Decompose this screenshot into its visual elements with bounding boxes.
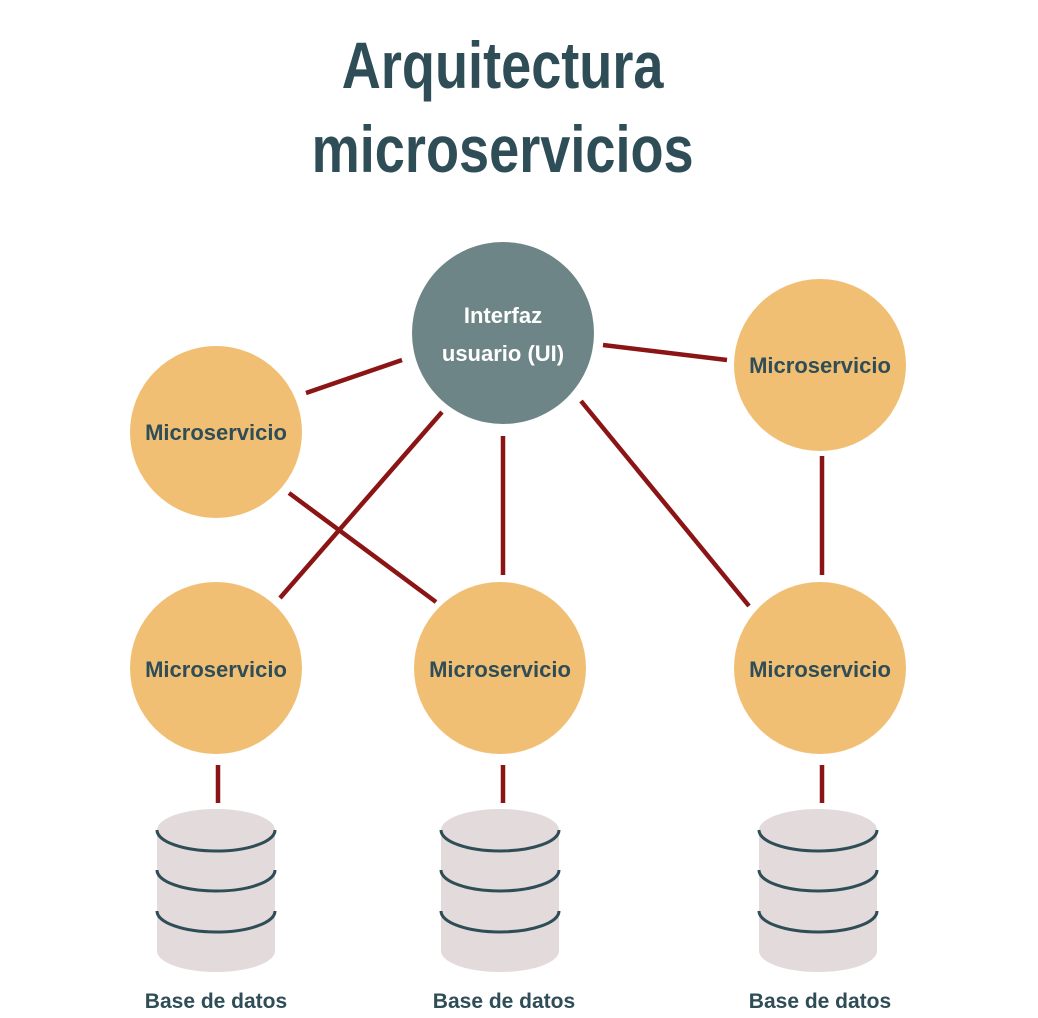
connectors [215, 342, 825, 803]
connector-ui-ms-right [602, 342, 728, 363]
microservice-label: Microservicio [749, 657, 891, 682]
connector-ui-ms-bottom-right [579, 399, 751, 608]
database-right: Base de datos [749, 809, 891, 1013]
connector-ui-ms-bottom-left [278, 410, 444, 600]
microservice-circle [734, 279, 906, 451]
microservice-circle [130, 582, 302, 754]
microservice-bottom-right: Microservicio [734, 582, 906, 754]
database-icon [155, 809, 277, 972]
microservice-circle [734, 582, 906, 754]
microservice-bottom-left: Microservicio [130, 582, 302, 754]
database-icon [757, 809, 879, 972]
database-label: Base de datos [749, 990, 891, 1013]
microservice-label: Microservicio [145, 420, 287, 445]
database-label: Base de datos [145, 990, 287, 1013]
microservice-left: Microservicio [130, 346, 302, 518]
microservice-bottom-center: Microservicio [414, 582, 586, 754]
microservice-label: Microservicio [429, 657, 571, 682]
title-line-1: Arquitectura [342, 28, 664, 102]
connector-ui-ms-left [305, 357, 403, 396]
database-icon [439, 809, 561, 972]
microservice-label: Microservicio [145, 657, 287, 682]
database-left: Base de datos [145, 809, 287, 1013]
database-center: Base de datos [433, 809, 575, 1013]
ui-node-label-line-2: usuario (UI) [442, 341, 564, 366]
connector-ms-left-ms-bottom-center [287, 491, 438, 604]
ui-node-circle [412, 242, 594, 424]
ui-node: Interfaz usuario (UI) [412, 242, 594, 424]
microservice-label: Microservicio [749, 353, 891, 378]
microservice-right: Microservicio [734, 279, 906, 451]
database-label: Base de datos [433, 990, 575, 1013]
title-line-2: microservicios [312, 112, 694, 186]
microservice-circle [414, 582, 586, 754]
microservice-circle [130, 346, 302, 518]
ui-node-label-line-1: Interfaz [464, 303, 542, 328]
